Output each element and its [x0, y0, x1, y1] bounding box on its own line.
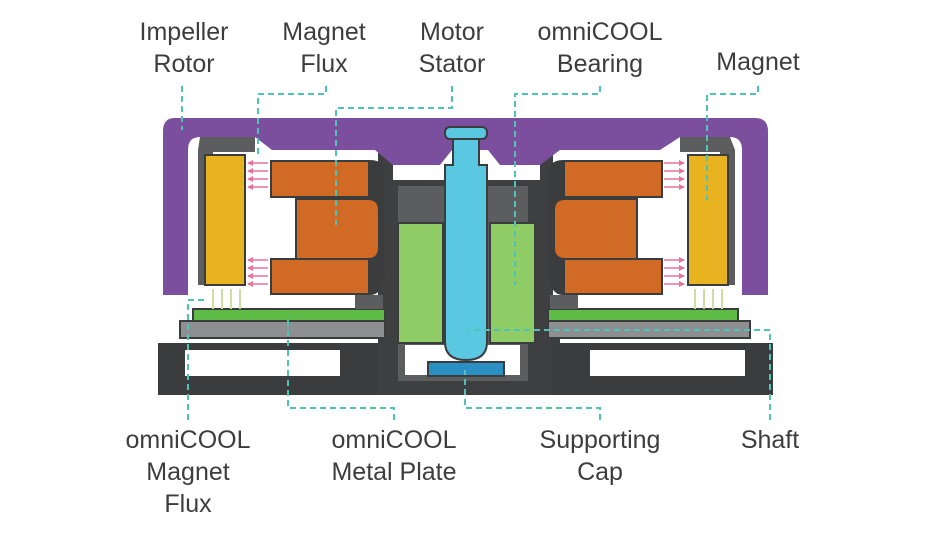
leader-omnicool-metal-plate	[287, 315, 395, 420]
label-shaft: Shaft	[740, 426, 800, 454]
leader-omnicool-magnet-flux	[187, 299, 205, 420]
magnets	[204, 154, 729, 286]
label-omnicool-bearing: omniCOOL Bearing	[537, 18, 663, 78]
label-omnicool-magnet-flux: omniCOOL Magnet Flux	[125, 426, 251, 518]
label-supporting-cap: Supporting Cap	[539, 426, 661, 486]
leader-lines	[181, 86, 771, 420]
leader-shaft	[468, 329, 771, 420]
label-magnet-flux: Magnet Flux	[282, 18, 366, 78]
magnet-flux-pins	[212, 289, 723, 309]
shaft	[444, 126, 488, 362]
label-magnet: Magnet	[716, 48, 800, 76]
label-impeller-rotor: Impeller Rotor	[139, 18, 229, 78]
bearings	[397, 196, 536, 344]
metal-plate	[179, 295, 751, 339]
leader-supporting-cap	[464, 370, 601, 420]
flux-arrows	[247, 160, 685, 287]
stator-coils	[270, 160, 663, 295]
leader-motor-stator	[335, 86, 453, 225]
leader-magnet-flux	[257, 86, 327, 155]
supporting-cap	[427, 361, 505, 377]
label-motor-stator: Motor Stator	[418, 18, 486, 78]
leader-omnicool-bearing	[514, 86, 601, 285]
leader-magnet	[706, 86, 759, 200]
label-omnicool-metal-plate: omniCOOL Metal Plate	[331, 426, 457, 486]
